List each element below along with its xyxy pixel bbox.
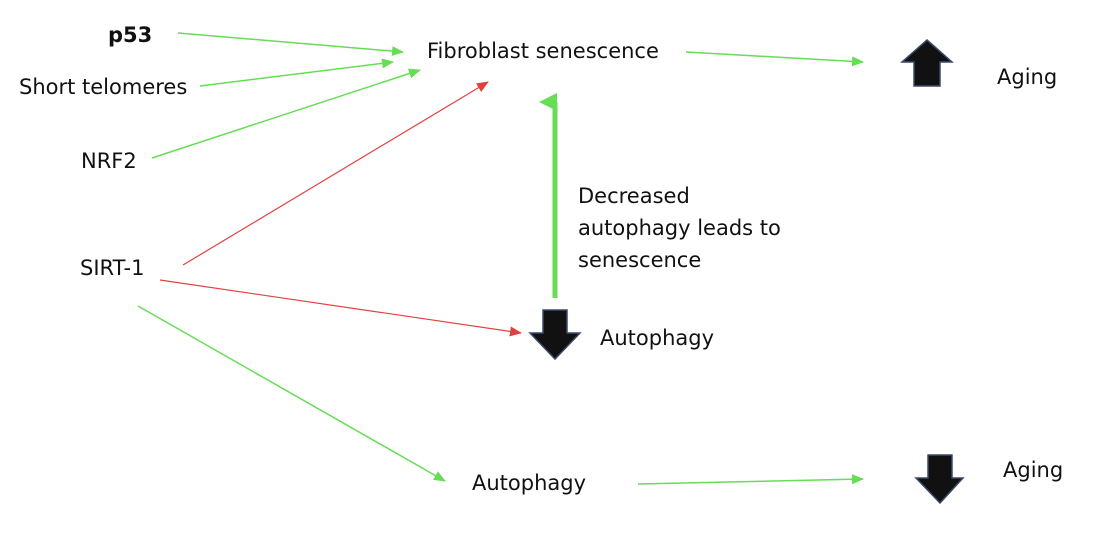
annotation-line: Decreased: [578, 184, 690, 208]
edge-sirt1-to-autophagy-middle: [159, 279, 522, 337]
down-arrow-icon: [528, 309, 582, 361]
indicators: [528, 39, 965, 505]
node-aging-bottom: Aging: [1003, 458, 1063, 482]
node-autophagy-bottom: Autophagy: [472, 471, 586, 495]
node-fibroblast-senescence: Fibroblast senescence: [427, 39, 659, 63]
node-short-telomeres: Short telomeres: [19, 75, 187, 99]
node-sirt1: SIRT-1: [80, 256, 144, 280]
edge-sirt1-to-autophagy-bottom: [137, 305, 446, 482]
node-p53: p53: [108, 23, 152, 47]
node-nrf2: NRF2: [81, 149, 137, 173]
edge-fibroblast-senescence-to-aging-top: [685, 51, 864, 67]
edge-nrf2-to-fibroblast-senescence: [151, 68, 421, 159]
edge-p53-to-fibroblast-senescence: [177, 32, 404, 57]
edge-sirt1-to-fibroblast-senescence: [182, 81, 489, 266]
annotation-line: senescence: [578, 248, 701, 272]
node-labels: p53 Short telomeres NRF2 SIRT-1 Fibrobla…: [19, 23, 1063, 495]
edges: [137, 32, 864, 485]
annotation-decreased-autophagy: Decreased autophagy leads to senescence: [578, 184, 781, 272]
node-aging-top: Aging: [997, 65, 1057, 89]
edge-short-telomeres-to-fibroblast-senescence: [199, 58, 394, 87]
edge-autophagy-bottom-to-aging-bottom: [637, 474, 864, 485]
up-arrow-icon: [900, 39, 954, 87]
annotation-line: autophagy leads to: [578, 216, 781, 240]
node-autophagy-middle: Autophagy: [600, 326, 714, 350]
down-arrow-icon: [914, 454, 965, 505]
